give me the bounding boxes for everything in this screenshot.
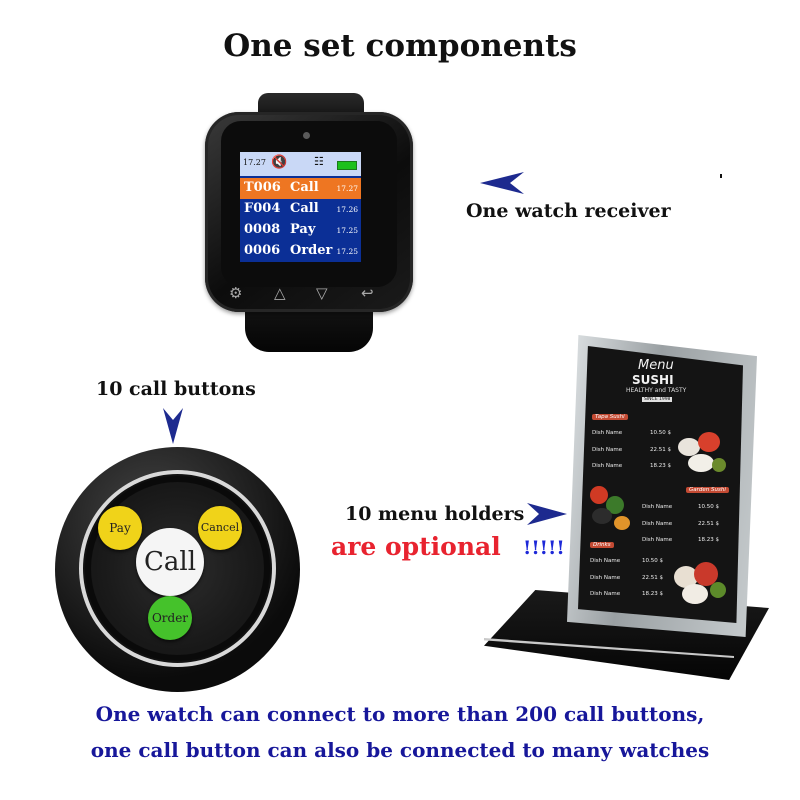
row-time: 17.25 (336, 247, 358, 256)
menu-price: 22.51 $ (642, 575, 663, 581)
watch-row: T006 Call 17.27 (240, 178, 361, 199)
row-code: T006 (244, 180, 281, 195)
order-button[interactable]: Order (148, 596, 192, 640)
menu-name: SUSHI (632, 373, 674, 387)
row-code: 0006 (244, 243, 281, 258)
speaker-muted-icon: 🔇 (271, 155, 288, 170)
cancel-button[interactable]: Cancel (198, 506, 242, 550)
menu-dish: Dish Name (592, 447, 623, 453)
row-code: 0008 (244, 222, 281, 237)
signal-icon: ☷ (314, 155, 324, 168)
sushi-image (688, 454, 714, 472)
menu-dish: Dish Name (590, 558, 621, 564)
arrow-right-icon (527, 503, 567, 525)
call-buttons-label: 10 call buttons (96, 378, 256, 400)
watch-status-bar: 17.27 🔇 ☷ (240, 152, 361, 176)
menu-category: Drinks (590, 542, 614, 548)
menu-price: 10.50 $ (650, 430, 671, 436)
watch-sensor (303, 132, 310, 139)
call-button[interactable]: Call (136, 528, 204, 596)
down-triangle-icon[interactable]: ▽ (316, 284, 328, 302)
up-triangle-icon[interactable]: △ (274, 284, 286, 302)
row-type: Call (290, 201, 319, 216)
watch-row: 0008 Pay 17.25 (240, 220, 361, 241)
optional-label: are optional (331, 532, 501, 561)
menu-price: 18.23 $ (650, 463, 671, 469)
menu-card: Menu SUSHI HEALTHY and TASTY SINCE 1998 … (578, 346, 743, 623)
sushi-image (592, 508, 612, 524)
menu-category: Tapa Sushi (592, 414, 628, 420)
menu-price: 22.51 $ (698, 521, 719, 527)
status-time: 17.27 (243, 158, 266, 167)
row-code: F004 (244, 201, 281, 216)
sushi-image (590, 486, 608, 504)
menu-tagline: HEALTHY and TASTY (626, 387, 687, 394)
menu-dish: Dish Name (642, 504, 673, 510)
page-title: One set components (223, 28, 577, 64)
pay-button[interactable]: Pay (98, 506, 142, 550)
menu-category: Garden Sushi (686, 487, 729, 493)
menu-price: 22.51 $ (650, 447, 671, 453)
row-time: 17.27 (336, 184, 358, 193)
menu-price: 18.23 $ (698, 537, 719, 543)
row-time: 17.25 (336, 226, 358, 235)
arrow-down-icon (163, 408, 183, 444)
menu-price: 18.23 $ (642, 591, 663, 597)
watch-row: F004 Call 17.26 (240, 199, 361, 220)
row-time: 17.26 (336, 205, 358, 214)
back-icon[interactable]: ↩ (361, 284, 374, 302)
footer-line-2: one call button can also be connected to… (90, 738, 710, 762)
sushi-image (614, 516, 630, 530)
watch-screen: 17.27 🔇 ☷ T006 Call 17.27 F004 Call 17.2… (240, 152, 361, 262)
menu-since: SINCE 1998 (642, 397, 673, 402)
sushi-image (710, 582, 726, 598)
watch-receiver-label: One watch receiver (466, 200, 671, 222)
menu-dish: Dish Name (642, 537, 673, 543)
footer-line-1: One watch can connect to more than 200 c… (95, 702, 705, 726)
sushi-image (678, 438, 700, 456)
watch-row: 0006 Order 17.25 (240, 241, 361, 262)
menu-dish: Dish Name (592, 430, 623, 436)
battery-icon (337, 161, 357, 170)
menu-price: 10.50 $ (642, 558, 663, 564)
exclamation-marks: !!!!! (523, 537, 565, 559)
row-type: Order (290, 243, 333, 258)
row-type: Call (290, 180, 319, 195)
gear-icon[interactable]: ⚙ (229, 284, 243, 302)
menu-dish: Dish Name (590, 575, 621, 581)
sushi-image (698, 432, 720, 452)
arrow-left-icon (480, 172, 524, 194)
sushi-image (674, 566, 698, 588)
menu-dish: Dish Name (590, 591, 621, 597)
menu-script-title: Menu (638, 358, 674, 373)
menu-dish: Dish Name (642, 521, 673, 527)
row-type: Pay (290, 222, 316, 237)
sushi-image (606, 496, 624, 514)
sushi-image (712, 458, 726, 472)
sushi-image (682, 584, 708, 604)
menu-holders-label: 10 menu holders (345, 503, 525, 525)
speck (720, 174, 722, 178)
menu-dish: Dish Name (592, 463, 623, 469)
menu-price: 10.50 $ (698, 504, 719, 510)
